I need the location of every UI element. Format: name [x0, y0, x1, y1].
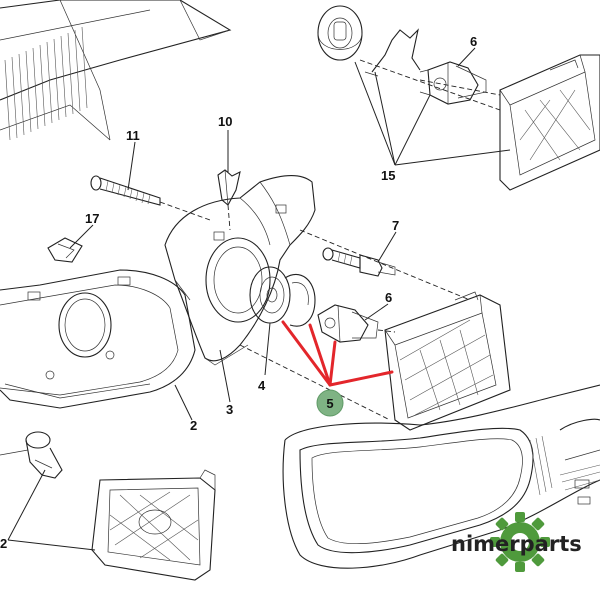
holder-ring-4: [249, 266, 316, 327]
callout-5: 5: [326, 396, 333, 411]
lower-lamp-housing: [91, 469, 216, 581]
socket-lower-left: [0, 431, 63, 479]
upper-lamp-unit: [317, 5, 600, 191]
bulb-upper: [419, 61, 487, 105]
green-gear-icon: [490, 512, 550, 572]
callout-2-middle: 2: [190, 418, 197, 433]
callout-4: 4: [258, 378, 266, 393]
callout-6-middle: 6: [385, 290, 392, 305]
housing-3: [164, 175, 316, 366]
callout-7: 7: [392, 218, 399, 233]
callout-3: 3: [226, 402, 233, 417]
callout-leaders: [7, 47, 511, 551]
grille-surround: [282, 384, 600, 569]
bulb-middle: [317, 304, 396, 343]
callout-5-badge: 5: [316, 389, 344, 417]
bracket-17: [47, 237, 83, 263]
callout-17: 17: [85, 211, 99, 226]
adjuster-screw-7: [322, 247, 396, 277]
callout-numbers: 6 11 10 15 17 7 6 4 3 2 2: [0, 34, 477, 551]
brand-logo: nimerparts: [451, 512, 582, 572]
sealed-beam-lamp-5: [239, 229, 511, 431]
callout-2-left: 2: [0, 536, 7, 551]
highlight-leaders: [281, 320, 394, 387]
cover-2-mid: [0, 269, 196, 409]
brand-name: nimerparts: [451, 532, 582, 556]
callout-10: 10: [218, 114, 232, 129]
body-panel: [0, 0, 232, 141]
callout-6-upper: 6: [470, 34, 477, 49]
callout-11: 11: [126, 128, 140, 143]
screw-11: [90, 175, 211, 221]
callout-15: 15: [381, 168, 395, 183]
